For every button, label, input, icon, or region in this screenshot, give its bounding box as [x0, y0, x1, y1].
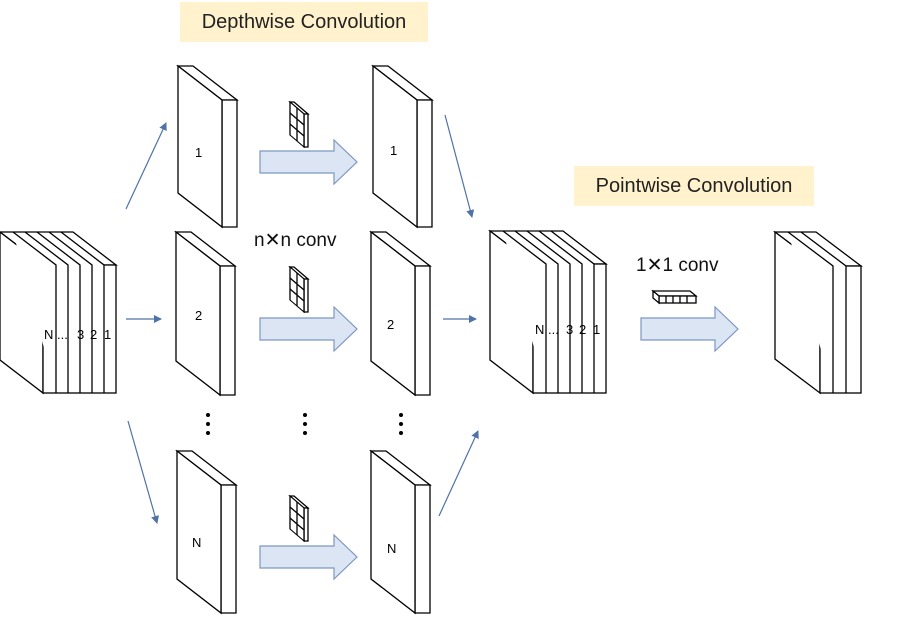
depthwise-output-slice-1: 1: [371, 64, 434, 229]
conv-block-arrow: [259, 533, 358, 581]
kernel-3x3-icon: [288, 265, 310, 314]
depthwise-title: Depthwise Convolution: [180, 2, 428, 42]
vertical-ellipsis-icon: [303, 413, 307, 435]
vertical-ellipsis-icon: [206, 413, 210, 435]
concat-channel-label: 1: [593, 322, 600, 337]
concat-stack-layer-lines: [502, 230, 595, 393]
nxn-conv-label: n✕n conv: [254, 230, 337, 251]
kernel-1x1-icon: [651, 289, 698, 305]
conv-block-arrow: [259, 305, 358, 353]
slice-label: 1: [390, 143, 397, 158]
slice-label: 1: [195, 145, 202, 160]
concatenated-stack: N ... 3 2 1: [488, 229, 608, 395]
pointwise-title: Pointwise Convolution: [574, 166, 814, 206]
1x1-conv-label: 1✕1 conv: [636, 255, 719, 276]
concat-channel-label: 2: [579, 322, 586, 337]
input-channel-label: ...: [57, 327, 68, 342]
concat-channel-label: 3: [566, 322, 573, 337]
kernel-3x3-icon: [288, 494, 310, 543]
input-channel-label: 1: [104, 327, 111, 342]
slice-label: 2: [195, 308, 202, 323]
input-channel-label: N: [44, 327, 53, 342]
conv-block-arrow: [259, 138, 358, 186]
input-channel-label: 2: [90, 327, 97, 342]
depthwise-input-slice-1: 1: [176, 64, 239, 229]
pointwise-block-arrow: [640, 305, 739, 353]
flow-arrow: [127, 420, 159, 524]
vertical-ellipsis-icon: [399, 413, 403, 435]
flow-arrow: [125, 122, 167, 210]
depthwise-input-slice-n: N: [175, 449, 238, 615]
kernel-3x3-icon: [288, 100, 310, 149]
concat-channel-label: N: [535, 322, 544, 337]
input-stack: N ... 3 2 1: [0, 231, 118, 395]
flow-arrow: [444, 114, 475, 218]
input-channel-label: 3: [77, 327, 84, 342]
input-stack-layer-lines: [12, 231, 105, 393]
flow-arrow: [438, 430, 479, 517]
concat-channel-label: ...: [548, 322, 559, 337]
depthwise-input-slice-2: 2: [174, 230, 237, 397]
output-stack: [773, 230, 863, 395]
slice-label: 2: [387, 317, 394, 332]
depthwise-output-slice-2: 2: [369, 230, 432, 397]
slice-label: N: [192, 535, 201, 550]
slice-label: N: [387, 541, 396, 556]
depthwise-output-slice-n: N: [369, 449, 432, 615]
